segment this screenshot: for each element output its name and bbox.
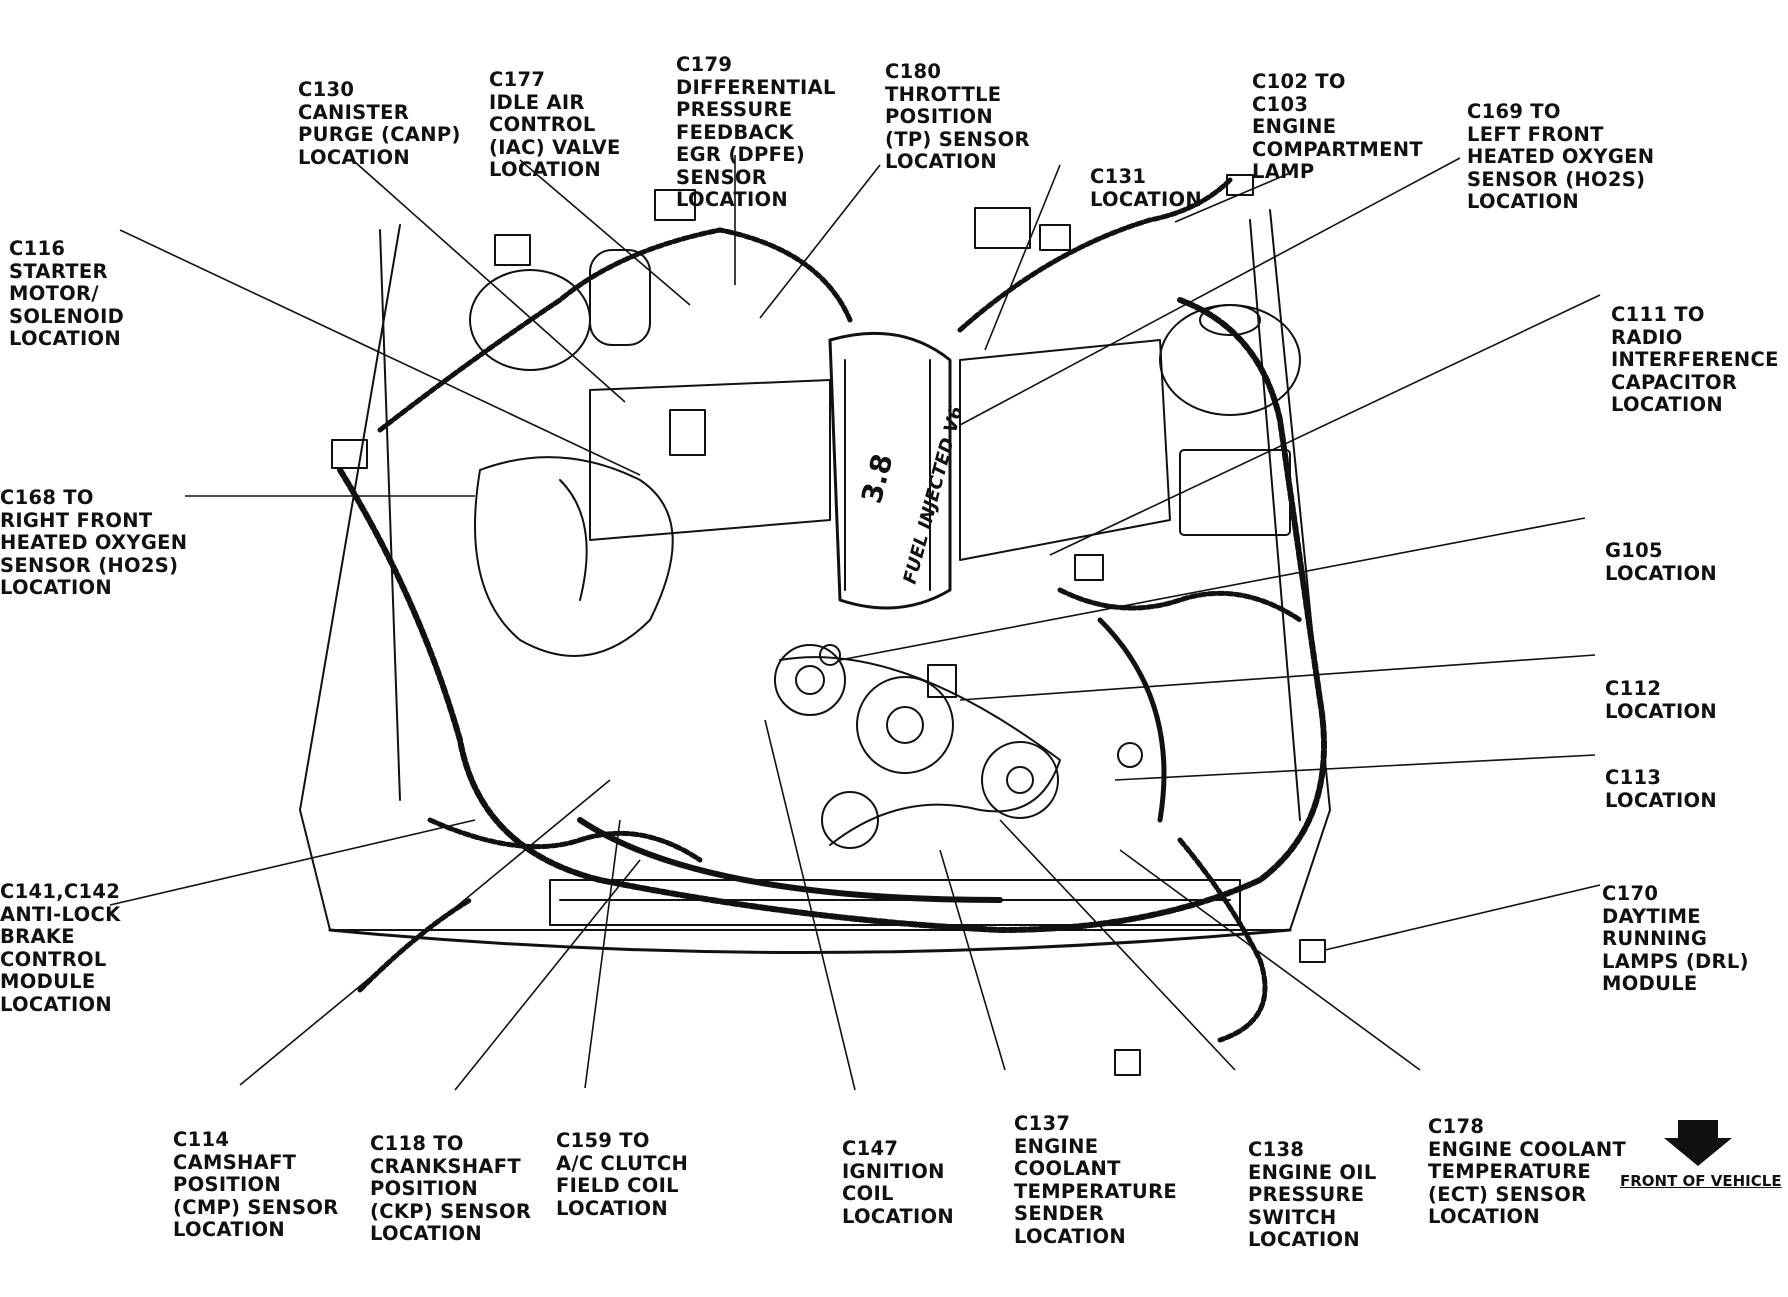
engine-illustration: FUEL INJECTED V6 3.8 bbox=[109, 155, 1732, 1166]
engine-badge-text: FUEL INJECTED V6 bbox=[900, 404, 968, 586]
engine-badge: FUEL INJECTED V6 bbox=[900, 404, 968, 586]
engine-displacement-text: 3.8 bbox=[855, 450, 900, 506]
front-of-vehicle-caption: FRONT OF VEHICLE bbox=[1620, 1172, 1782, 1190]
front-arrow-icon bbox=[1664, 1120, 1732, 1166]
